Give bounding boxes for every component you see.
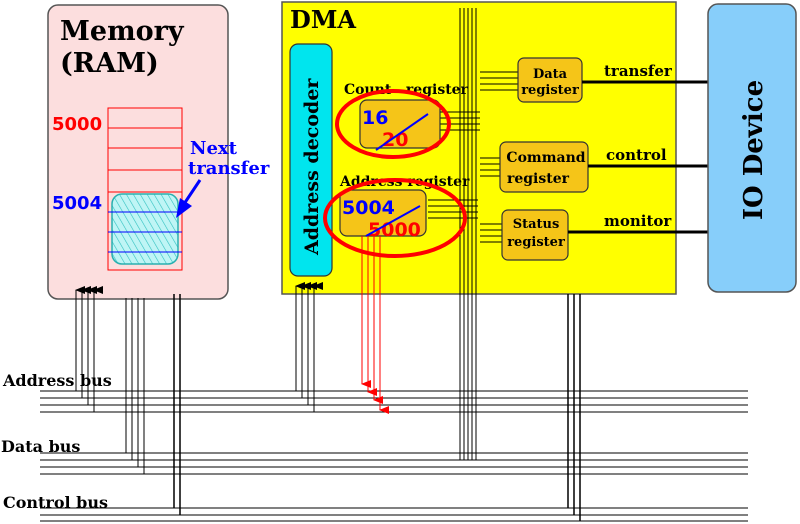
dma-block: DMA Address decoder xyxy=(281,1,708,460)
memory-address-5004: 5004 xyxy=(52,193,102,214)
memory-block: Memory (RAM) 5000 5004 Next transfer xyxy=(47,4,270,300)
data-bus xyxy=(40,452,748,475)
next-transfer-label-2: transfer xyxy=(188,158,270,179)
count-strike-line xyxy=(375,113,429,151)
memory-cells-blue xyxy=(108,211,182,253)
dma-internal-wiring xyxy=(428,8,518,460)
address-output-arrows xyxy=(361,236,389,414)
address-bus-label: Address bus xyxy=(2,371,112,390)
memory-title: Memory xyxy=(60,16,185,47)
memory-cells xyxy=(107,107,183,271)
dma-bus-connections xyxy=(295,282,581,521)
data-register-label-1: Data xyxy=(533,67,568,82)
address-old-value: 5004 xyxy=(342,197,395,219)
status-register-label-1: Status xyxy=(513,217,560,232)
memory-address-5000: 5000 xyxy=(52,114,102,135)
command-register-label-1: Command xyxy=(506,150,585,166)
transfer-label: transfer xyxy=(604,62,673,80)
next-transfer-arrow xyxy=(176,179,202,218)
command-register-label-2: register xyxy=(507,171,570,187)
data-register xyxy=(517,57,583,103)
status-register xyxy=(501,209,569,261)
transfer-block xyxy=(111,193,179,265)
memory-bus-connections xyxy=(75,286,181,515)
count-old-value: 16 xyxy=(362,107,388,129)
address-decoder-label: Address decoder xyxy=(301,78,323,256)
address-strike-line xyxy=(365,205,421,237)
control-label: control xyxy=(606,146,667,164)
data-register-label-2: register xyxy=(521,83,579,98)
io-signal-lines xyxy=(568,80,708,234)
io-device-box xyxy=(707,3,797,293)
status-register-label-2: register xyxy=(507,235,565,250)
monitor-label: monitor xyxy=(604,212,672,230)
memory-subtitle: (RAM) xyxy=(60,48,159,79)
dma-title: DMA xyxy=(290,5,356,34)
control-bus xyxy=(40,507,748,522)
control-bus-label: Control bus xyxy=(3,493,108,512)
count-register xyxy=(359,99,441,149)
io-device: IO Device xyxy=(707,3,797,293)
address-decoder xyxy=(289,43,333,277)
count-highlight-ring xyxy=(335,89,451,159)
io-device-label: IO Device xyxy=(739,80,769,220)
address-register xyxy=(339,189,427,237)
address-new-value: 5000 xyxy=(368,219,421,241)
count-new-value: 20 xyxy=(382,129,408,151)
next-transfer-label-1: Next xyxy=(190,138,238,159)
address-highlight-ring xyxy=(323,178,467,258)
address-bus xyxy=(40,390,748,413)
data-bus-label: Data bus xyxy=(1,437,80,456)
